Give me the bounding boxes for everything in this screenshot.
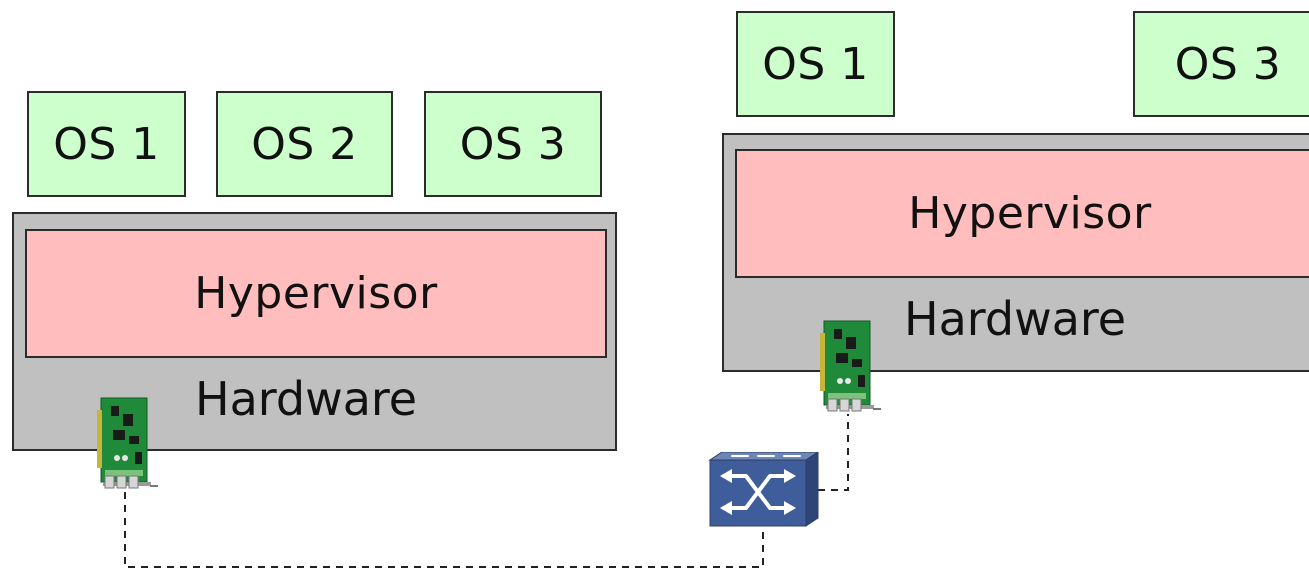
right-vm-os1: OS 1 — [736, 11, 895, 117]
right-hypervisor-box: Hypervisor — [735, 149, 1309, 278]
right-vm-os1-label: OS 1 — [762, 38, 869, 90]
left-vm-os3: OS 3 — [424, 91, 602, 197]
right-hardware-label: Hardware — [904, 292, 1127, 346]
link-left-nic-to-switch — [124, 492, 764, 568]
network-switch-icon — [708, 452, 819, 527]
left-vm-os3-label: OS 3 — [459, 118, 567, 170]
left-hypervisor-box: Hypervisor — [25, 229, 607, 358]
left-vm-os1: OS 1 — [27, 91, 186, 197]
left-vm-os2: OS 2 — [216, 91, 393, 197]
right-hypervisor-label: Hypervisor — [908, 188, 1152, 239]
right-vm-os3: OS 3 — [1133, 11, 1309, 117]
right-vm-os3-label: OS 3 — [1174, 38, 1282, 90]
left-vm-os2-label: OS 2 — [251, 118, 358, 170]
network-card-icon — [820, 320, 881, 412]
left-hardware-label: Hardware — [195, 372, 418, 426]
network-card-icon — [97, 397, 158, 489]
left-vm-os1-label: OS 1 — [53, 118, 160, 170]
left-hypervisor-label: Hypervisor — [194, 268, 438, 319]
link-switch-to-right-nic — [818, 414, 849, 491]
